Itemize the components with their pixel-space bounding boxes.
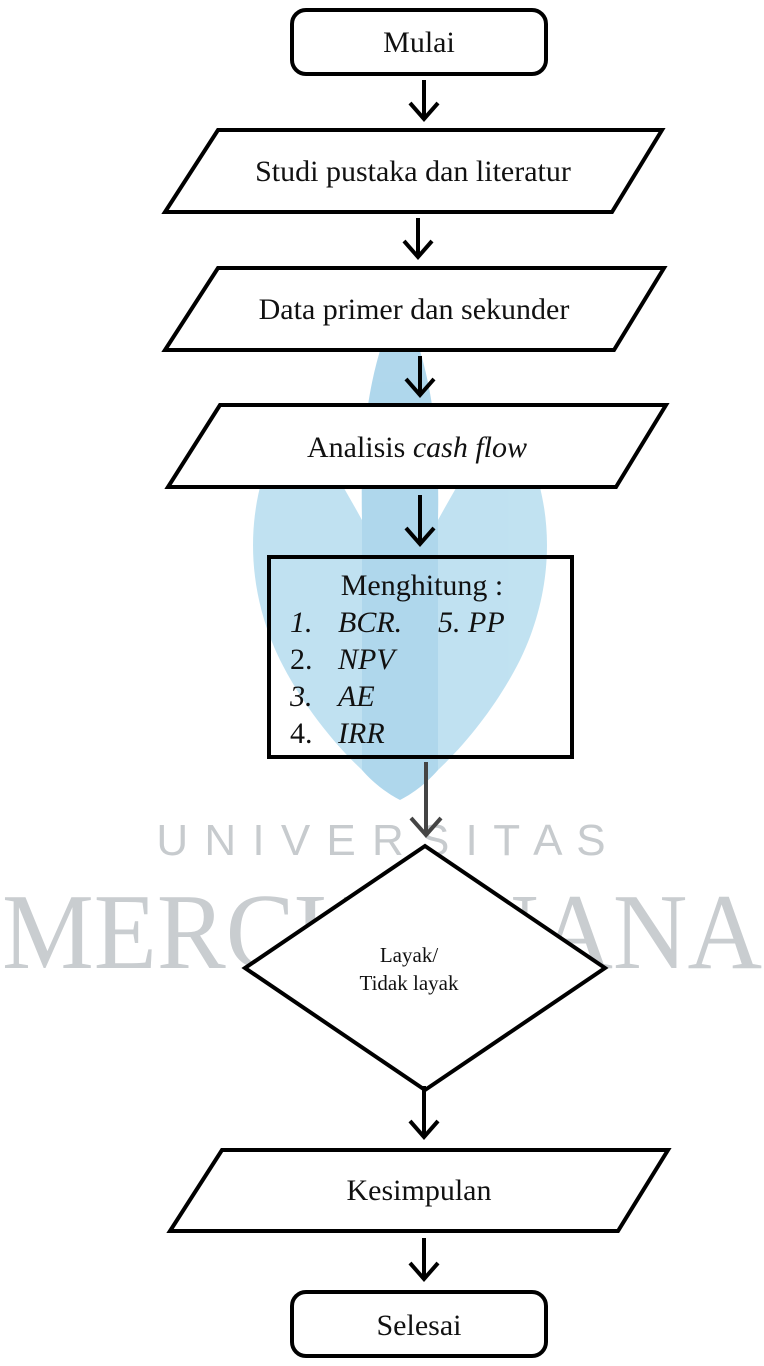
analisis-italic: cash flow [413, 431, 527, 464]
compute-item5: 5. PP [438, 606, 505, 639]
arrow-compute-to-decision [409, 762, 443, 839]
kesimpulan-label: Kesimpulan [347, 1174, 492, 1207]
arrow-data-to-analisis [404, 356, 436, 399]
compute-item2: NPV [337, 643, 398, 676]
compute-item4: IRR [337, 717, 385, 750]
analisis-label: Analisis cash flow [307, 431, 527, 464]
analisis-parallelogram [164, 403, 670, 489]
arrow-studi-to-data [402, 218, 434, 261]
compute-item3-number: 3. [289, 680, 313, 713]
watermark-left-leaf [253, 405, 362, 770]
compute-item1: BCR. [338, 606, 402, 639]
decision-label-line1: Layak/ [380, 943, 438, 967]
arrow-analisis-to-compute [404, 495, 436, 548]
start-terminator [290, 8, 548, 76]
arrow-decision-to-kesimpulan [408, 1086, 440, 1141]
compute-title: Menghitung : [341, 569, 504, 602]
end-terminator [290, 1290, 548, 1358]
analisis-prefix: Analisis [307, 431, 413, 464]
compute-item2-number: 2. [290, 643, 313, 676]
watermark-right-leaf [438, 405, 547, 770]
start-label: Mulai [383, 26, 455, 59]
end-label: Selesai [377, 1309, 462, 1342]
kesimpulan-parallelogram [166, 1148, 672, 1233]
arrow-start-to-studi [408, 80, 440, 123]
compute-item1-number: 1. [290, 606, 313, 639]
compute-item3: AE [336, 680, 375, 713]
studi-pustaka-parallelogram [161, 128, 666, 214]
arrow-kesimpulan-to-end [408, 1238, 440, 1283]
watermark-line1: U N I V E R S I T A S [156, 816, 607, 865]
decision-label-line2: Tidak layak [360, 971, 459, 995]
studi-pustaka-label: Studi pustaka dan literatur [255, 155, 571, 188]
data-primer-parallelogram [161, 266, 668, 352]
data-primer-label: Data primer dan sekunder [259, 293, 570, 326]
compute-box [267, 555, 574, 759]
compute-item4-number: 4. [290, 717, 313, 750]
